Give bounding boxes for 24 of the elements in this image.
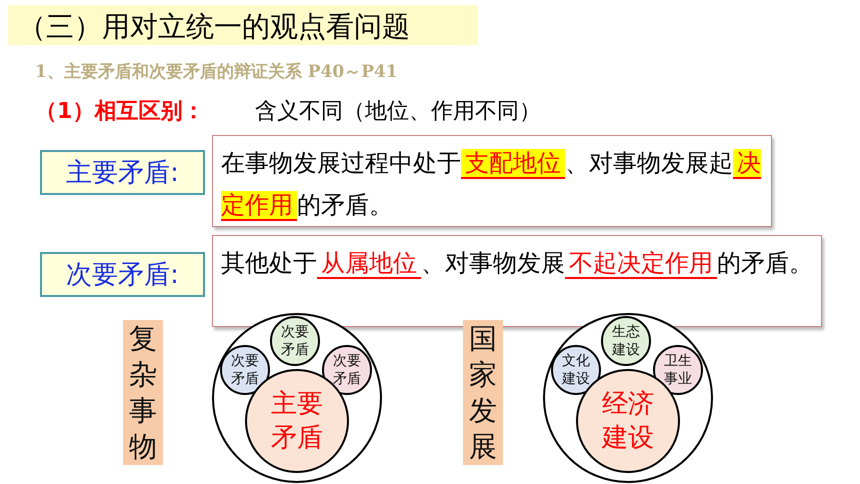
sentence-text: 其他处于 [221, 249, 317, 277]
sentence-text: 的矛盾。 [297, 191, 393, 219]
minor-circle: 次要矛盾 [220, 345, 270, 395]
minor-circle: 卫生事业 [653, 345, 703, 395]
term-box: 主要矛盾: [40, 150, 205, 195]
label-box: 复杂事物 [123, 320, 163, 465]
heading-text: （1）相互区别： [35, 98, 204, 126]
label-box: 国家发展 [463, 320, 503, 465]
definition-box [212, 135, 772, 227]
title-text: （三）用对立统一的观点看问题 [8, 5, 478, 45]
minor-circle: 生态建设 [601, 316, 651, 366]
subtitle-text: 1、主要矛盾和次要矛盾的辩证关系 P40～P41 [35, 61, 398, 83]
minor-circle: 文化建设 [551, 345, 601, 395]
minor-circle: 次要矛盾 [322, 345, 372, 395]
sentence-text: 、对事物发展 [421, 249, 565, 277]
minor-circle: 次要矛盾 [270, 316, 320, 366]
answer-text: 支配地位 [461, 149, 565, 179]
description-text: 含义不同（地位、作用不同） [255, 98, 541, 126]
sentence-text: 在事物发展过程中处于 [221, 149, 461, 177]
sentence-text: 的矛盾。 [717, 249, 813, 277]
answer-text: 从属地位 [317, 249, 421, 279]
answer-text: 不起决定作用 [565, 249, 717, 279]
term-box: 次要矛盾: [40, 252, 205, 297]
sentence-text: 、对事物发展起 [565, 149, 733, 177]
